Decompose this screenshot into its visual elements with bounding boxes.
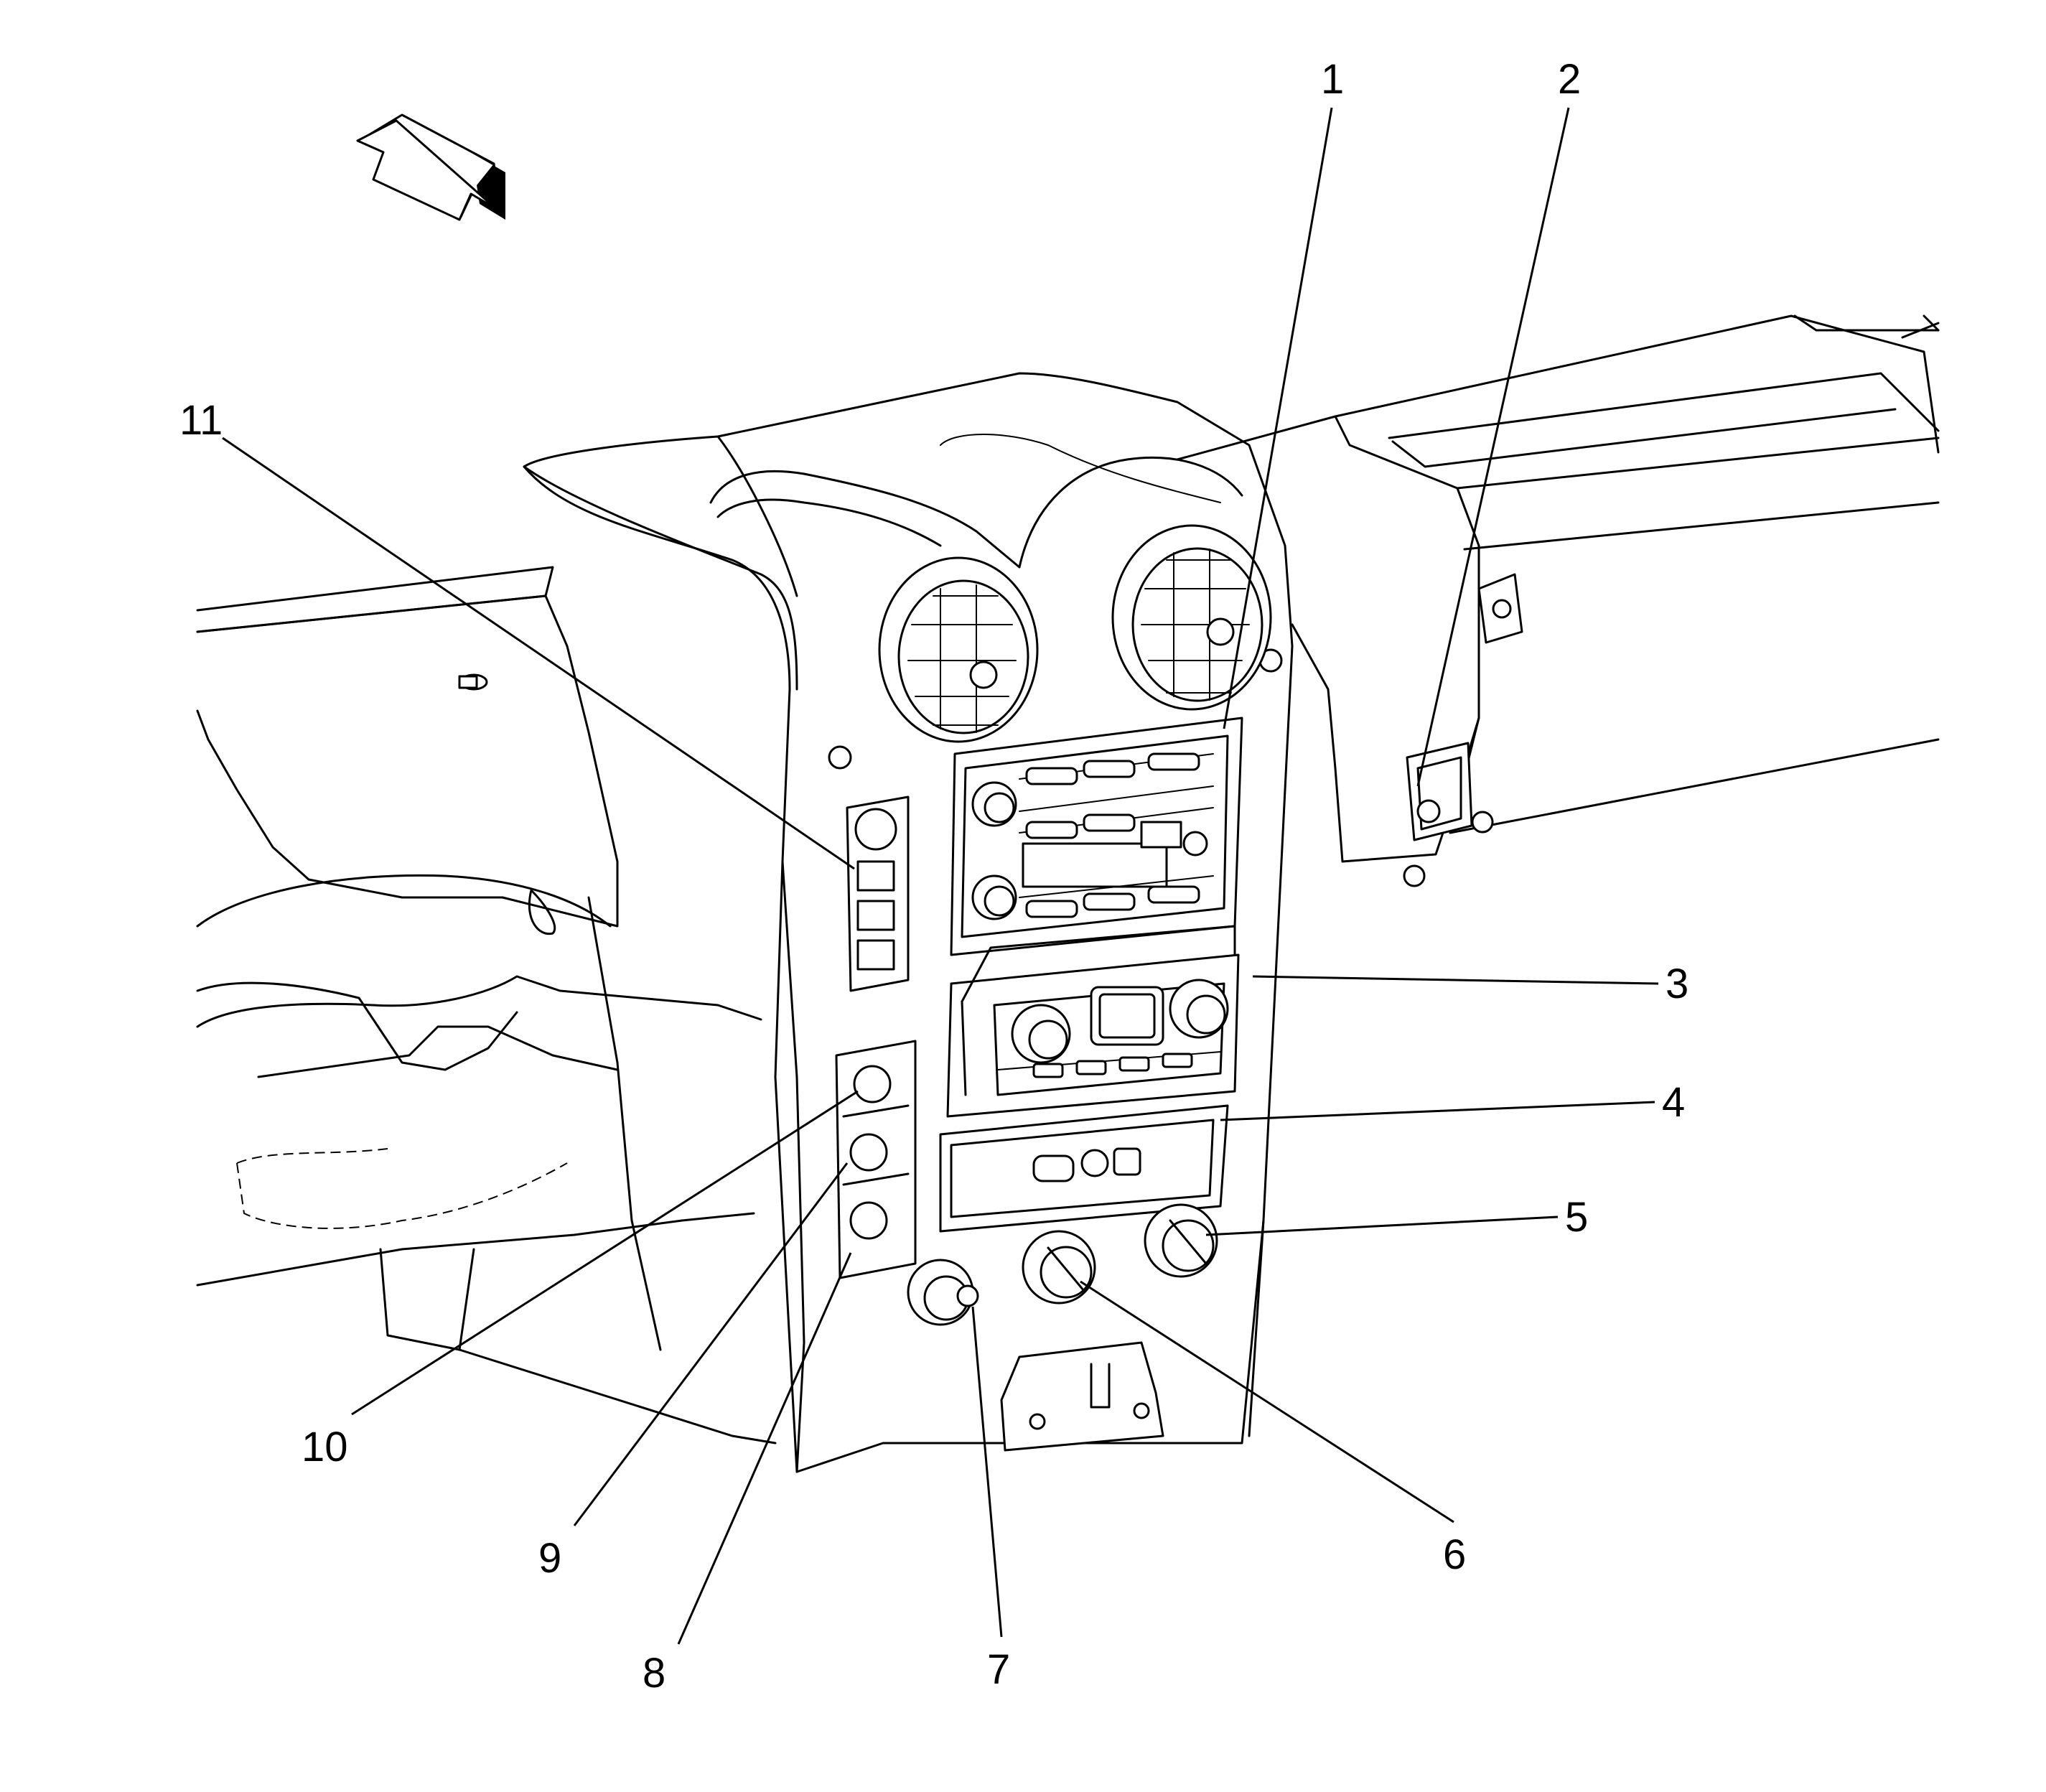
leader-11 xyxy=(222,437,855,870)
leader-5 xyxy=(1205,1215,1559,1236)
leader-9 xyxy=(573,1162,849,1526)
leader-lines xyxy=(222,107,1659,1645)
radio-unit xyxy=(950,717,1243,956)
left-switch-panel-lower xyxy=(835,1040,917,1279)
callout-2: 2 xyxy=(1558,56,1581,103)
callout-9: 9 xyxy=(538,1535,561,1582)
callout-10: 10 xyxy=(302,1424,348,1470)
leader-10 xyxy=(351,1090,859,1416)
leader-3 xyxy=(1252,975,1659,985)
leader-2 xyxy=(1416,107,1570,787)
leader-7 xyxy=(971,1306,1003,1638)
left-dash-panel xyxy=(196,566,777,1445)
leader-4 xyxy=(1220,1101,1655,1121)
callout-labels: 1 2 3 4 5 6 7 8 9 10 11 xyxy=(179,56,1688,1697)
leader-8 xyxy=(677,1252,852,1645)
air-vent-right xyxy=(1111,524,1272,711)
callout-4: 4 xyxy=(1662,1079,1685,1126)
callout-7: 7 xyxy=(987,1646,1010,1693)
leader-6 xyxy=(1080,1280,1454,1523)
lower-switch-bezel xyxy=(939,1104,1229,1233)
air-vent-left xyxy=(878,556,1039,743)
lower-bracket xyxy=(1000,1341,1164,1452)
callout-3: 3 xyxy=(1666,961,1688,1007)
hvac-control-module xyxy=(946,925,1240,1118)
callout-1: 1 xyxy=(1321,56,1344,103)
forward-arrow-icon xyxy=(356,113,505,221)
rear-knob-5 xyxy=(1144,1203,1218,1278)
callout-6: 6 xyxy=(1443,1531,1466,1578)
knob-6 xyxy=(1022,1230,1096,1305)
callout-5: 5 xyxy=(1565,1194,1588,1241)
leader-1 xyxy=(1223,107,1333,729)
callout-8: 8 xyxy=(643,1650,665,1697)
callout-11: 11 xyxy=(179,397,223,444)
left-switch-panel-upper xyxy=(846,795,910,992)
power-outlet-7 xyxy=(907,1259,979,1326)
right-dash-panel xyxy=(1176,314,1940,887)
